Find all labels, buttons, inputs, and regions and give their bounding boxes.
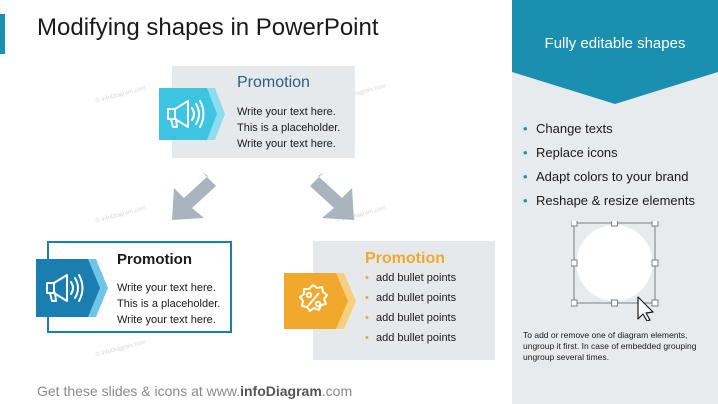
resize-demo-shape[interactable] xyxy=(570,219,661,326)
feature-item: Reshape & resize elements xyxy=(523,189,695,213)
feature-item: Replace icons xyxy=(523,141,695,165)
watermark: © infoDiagram.com xyxy=(95,339,147,359)
promotion-heading: Promotion xyxy=(365,250,445,267)
megaphone-icon xyxy=(159,88,225,145)
footer-text: Get these slides & icons at www.infoDiag… xyxy=(37,383,352,399)
bullet-item: add bullet points xyxy=(365,328,456,348)
bullet-item: add bullet points xyxy=(365,308,456,328)
feature-item: Adapt colors to your brand xyxy=(523,165,695,189)
promotion-heading: Promotion xyxy=(237,74,310,91)
ungroup-note: To add or remove one of diagram elements… xyxy=(523,330,697,362)
bullet-item: add bullet points xyxy=(365,288,456,308)
text-line: Write your text here. xyxy=(117,314,216,326)
footer-suffix: .com xyxy=(321,383,353,399)
footer-prefix: Get these slides & icons at www. xyxy=(37,383,241,399)
promotion-text: Write your text here. This is a placehol… xyxy=(117,280,220,328)
slide-title: Modifying shapes in PowerPoint xyxy=(37,14,379,41)
bullet-item: add bullet points xyxy=(365,268,456,288)
watermark: © infoDiagram.com xyxy=(95,85,147,105)
cursor-icon xyxy=(637,296,654,322)
promotion-box-left[interactable]: Promotion Write your text here. This is … xyxy=(47,241,232,333)
text-line: Write your text here. xyxy=(237,106,336,118)
panel-title: Fully editable shapes xyxy=(544,35,686,52)
bullet-list: add bullet points add bullet points add … xyxy=(365,268,456,348)
text-line: This is a placeholder. xyxy=(117,298,221,310)
percent-badge-icon xyxy=(284,273,356,334)
feature-list: Change texts Replace icons Adapt colors … xyxy=(523,117,695,213)
text-line: This is a placeholder. xyxy=(237,122,341,134)
feature-item: Change texts xyxy=(523,117,695,141)
megaphone-icon xyxy=(36,259,108,322)
promotion-text: Write your text here. This is a placehol… xyxy=(237,104,340,152)
panel-header xyxy=(512,0,718,104)
arrow-down-right xyxy=(306,172,358,227)
arrow-down-left xyxy=(168,172,220,227)
watermark: © infoDiagram.com xyxy=(95,205,147,225)
promotion-heading: Promotion xyxy=(117,251,192,268)
footer-brand: infoDiagram xyxy=(240,383,322,399)
side-panel: Fully editable shapes Change texts Repla… xyxy=(512,0,718,404)
title-accent-bar xyxy=(0,14,5,54)
text-line: Write your text here. xyxy=(237,138,336,150)
text-line: Write your text here. xyxy=(117,282,216,294)
